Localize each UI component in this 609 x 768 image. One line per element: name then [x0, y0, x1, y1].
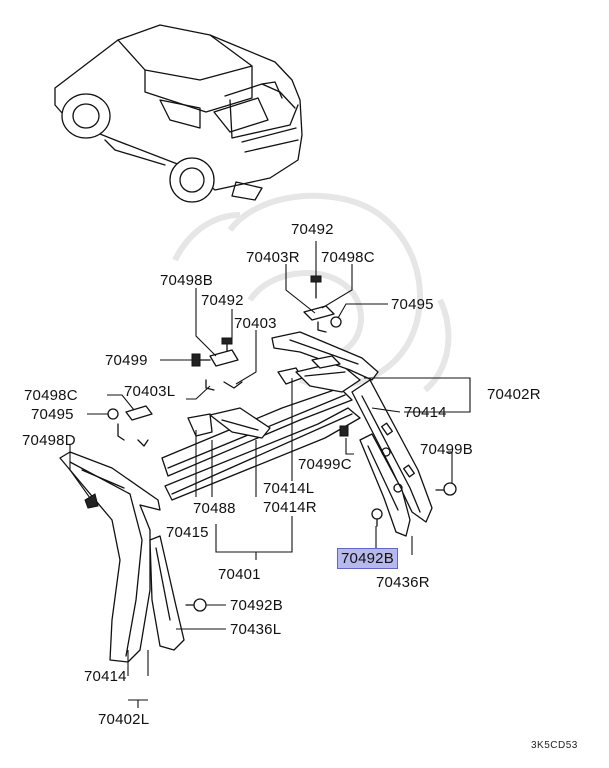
part-label-70498C-top[interactable]: 70498C [321, 249, 375, 266]
part-label-70488[interactable]: 70488 [193, 500, 236, 517]
roof-spoiler-assembly [161, 331, 379, 501]
part-label-70492-top[interactable]: 70492 [291, 221, 334, 238]
part-label-70498C-left[interactable]: 70498C [24, 387, 78, 404]
left-pillar-garnish [59, 451, 185, 663]
fasteners [107, 275, 457, 612]
part-label-70402L[interactable]: 70402L [98, 711, 150, 728]
part-label-70498B[interactable]: 70498B [160, 272, 213, 289]
part-label-70495-left[interactable]: 70495 [31, 406, 74, 423]
vehicle-illustration [54, 24, 303, 203]
part-label-70403[interactable]: 70403 [234, 315, 277, 332]
part-label-70402R[interactable]: 70402R [487, 386, 541, 403]
part-label-70499C[interactable]: 70499C [298, 456, 352, 473]
part-label-70414-right[interactable]: 70414 [404, 404, 447, 421]
part-label-70492-mid[interactable]: 70492 [201, 292, 244, 309]
part-label-70436L[interactable]: 70436L [230, 621, 282, 638]
part-label-70495-top[interactable]: 70495 [391, 296, 434, 313]
part-label-70414R[interactable]: 70414R [263, 499, 317, 516]
leader-lines [69, 241, 471, 708]
part-label-70403R[interactable]: 70403R [246, 249, 300, 266]
part-label-70401[interactable]: 70401 [218, 566, 261, 583]
watermark-logo [172, 192, 452, 393]
part-label-70415[interactable]: 70415 [166, 524, 209, 541]
part-label-70492B-selected[interactable]: 70492B [337, 548, 398, 569]
part-label-70498D[interactable]: 70498D [22, 432, 76, 449]
part-label-70436R[interactable]: 70436R [376, 574, 430, 591]
part-label-70492B[interactable]: 70492B [230, 597, 283, 614]
diagram-code: 3K5CD53 [531, 740, 578, 751]
right-pillar-garnish [351, 379, 433, 537]
part-label-70403L[interactable]: 70403L [124, 383, 176, 400]
part-label-70414-bottom[interactable]: 70414 [84, 668, 127, 685]
part-label-70414L[interactable]: 70414L [263, 480, 315, 497]
part-label-70499B[interactable]: 70499B [420, 441, 473, 458]
part-label-70499[interactable]: 70499 [105, 352, 148, 369]
